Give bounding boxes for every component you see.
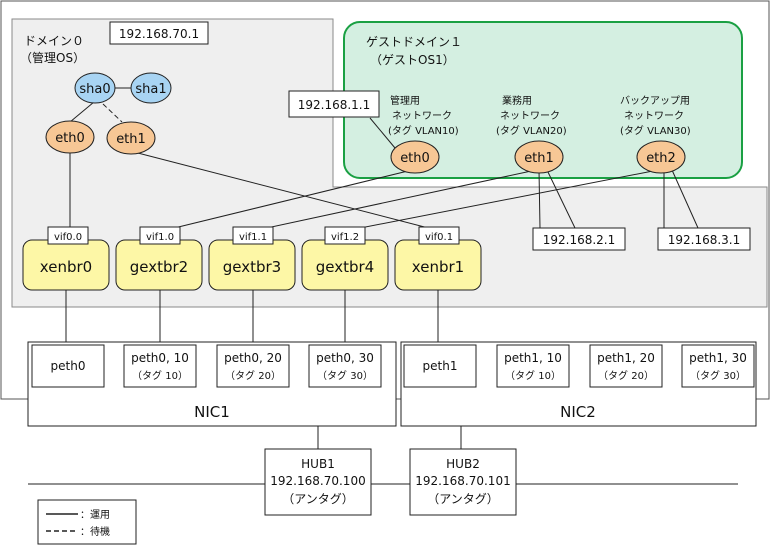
sha1-label: sha1 [135,82,166,97]
bridge-xenbr0[interactable]: xenbr0 [22,239,110,291]
peth0-30[interactable]: peth0, 30 （タグ 30） [308,344,382,388]
bridge-gextbr2-label: gextbr2 [130,258,188,276]
hub2-name: HUB2 [446,457,480,471]
guest-eth0-desc1: 管理用 [390,94,420,107]
bridge-gextbr4-label: gextbr4 [316,258,374,276]
guest-eth2-node[interactable]: eth2 [636,140,686,174]
peth1-10-label: peth1, 10 [504,351,562,365]
legend: ：運用 ：待機 [37,499,137,545]
guest-eth1-desc1: 業務用 [502,94,532,107]
peth0-10-label: peth0, 10 [131,351,189,365]
hub1[interactable]: HUB1 192.168.70.100 （アンタグ） [264,448,372,516]
sha0-label: sha0 [79,82,110,97]
vif-00-label: vif0.0 [54,232,82,243]
legend-standby: ：待機 [80,525,110,538]
peth0-10[interactable]: peth0, 10 （タグ 10） [123,344,197,388]
guest-eth0-label: eth0 [400,151,430,166]
peth1-20[interactable]: peth1, 20 （タグ 20） [589,344,663,388]
guest-eth2-desc1: バックアップ用 [620,95,690,107]
guest-eth1-ip: 192.168.2.1 [543,233,616,247]
guest-ip-callout: 192.168.1.1 [288,90,380,118]
vif-01[interactable]: vif0.1 [418,226,460,245]
guest-eth1-desc3: (タグ VLAN20) [496,124,567,137]
peth0-30-tag: （タグ 30） [317,369,373,382]
peth1-20-tag: （タグ 20） [598,369,654,382]
guest-eth2-desc3: (タグ VLAN30) [620,124,691,137]
hub2-ip: 192.168.70.101 [415,474,510,488]
hub1-name: HUB1 [301,457,335,471]
peth1-20-label: peth1, 20 [597,351,655,365]
guest-eth0-node[interactable]: eth0 [390,140,440,174]
bridge-xenbr1[interactable]: xenbr1 [394,239,482,291]
vif-00[interactable]: vif0.0 [47,226,89,245]
domain0-ip-callout: 192.168.70.1 [109,21,209,45]
peth1[interactable]: peth1 [403,344,477,388]
connection-lines [28,87,738,485]
guest-eth2-label: eth2 [646,151,676,166]
dom0-eth0-node[interactable]: eth0 [45,120,95,154]
nic1-label: NIC1 [194,403,230,421]
vif-12[interactable]: vif1.2 [324,226,366,245]
vif-12-label: vif1.2 [331,232,359,243]
dom0-eth1-node[interactable]: eth1 [106,121,156,155]
guest-eth1-node[interactable]: eth1 [514,140,564,174]
vif-10-label: vif1.0 [146,232,174,243]
hub2-note: （アンタグ） [427,492,499,506]
vif-01-label: vif0.1 [425,232,453,243]
peth0-10-tag: （タグ 10） [132,369,188,382]
guest-eth1-desc2: ネットワーク [500,110,560,122]
hub1-ip: 192.168.70.100 [270,474,365,488]
guest-eth2-ip-callout: 192.168.3.1 [657,227,751,251]
peth1-label: peth1 [423,359,458,373]
bridge-xenbr1-label: xenbr1 [412,258,464,276]
domain0-subtitle: （管理OS） [20,50,85,65]
guest-eth1-label: eth1 [524,151,554,166]
peth0[interactable]: peth0 [31,344,105,388]
sha0-node[interactable]: sha0 [74,72,116,104]
bridge-gextbr3[interactable]: gextbr3 [208,239,296,291]
sha1-node[interactable]: sha1 [130,72,172,104]
peth0-20-tag: （タグ 20） [225,369,281,382]
bridge-gextbr4[interactable]: gextbr4 [301,239,389,291]
nic2-label: NIC2 [560,403,596,421]
bridge-gextbr3-label: gextbr3 [223,258,281,276]
dom0-eth1-label: eth1 [116,132,146,147]
peth1-30-tag: （タグ 30） [690,369,746,382]
peth0-20[interactable]: peth0, 20 （タグ 20） [216,344,290,388]
domain0-ip: 192.168.70.1 [119,27,199,41]
peth1-30-label: peth1, 30 [689,351,747,365]
guest-subtitle: （ゲストOS1） [370,53,455,67]
bridge-gextbr2[interactable]: gextbr2 [115,239,203,291]
guest-eth0-desc2: ネットワーク [392,110,452,122]
guest-eth0-desc3: (タグ VLAN10) [388,124,459,137]
guest-eth1-ip-callout: 192.168.2.1 [532,227,626,251]
peth0-label: peth0 [51,359,86,373]
dom0-eth0-label: eth0 [55,131,85,146]
vif-10[interactable]: vif1.0 [139,226,181,245]
peth0-20-label: peth0, 20 [224,351,282,365]
bridge-xenbr0-label: xenbr0 [40,258,92,276]
guest-eth2-desc2: ネットワーク [624,110,684,122]
hub2[interactable]: HUB2 192.168.70.101 （アンタグ） [409,448,517,516]
peth1-10-tag: （タグ 10） [505,369,561,382]
peth1-10[interactable]: peth1, 10 （タグ 10） [496,344,570,388]
legend-active: ：運用 [80,509,110,521]
hub1-note: （アンタグ） [282,492,354,506]
domain0-title: ドメイン０ [24,34,84,48]
vif-11[interactable]: vif1.1 [232,226,274,245]
guest-ip: 192.168.1.1 [298,98,371,112]
guest-title: ゲストドメイン１ [366,35,462,49]
vif-11-label: vif1.1 [239,232,267,243]
guest-eth2-ip: 192.168.3.1 [668,233,741,247]
peth0-30-label: peth0, 30 [316,351,374,365]
peth1-30[interactable]: peth1, 30 （タグ 30） [681,344,755,388]
